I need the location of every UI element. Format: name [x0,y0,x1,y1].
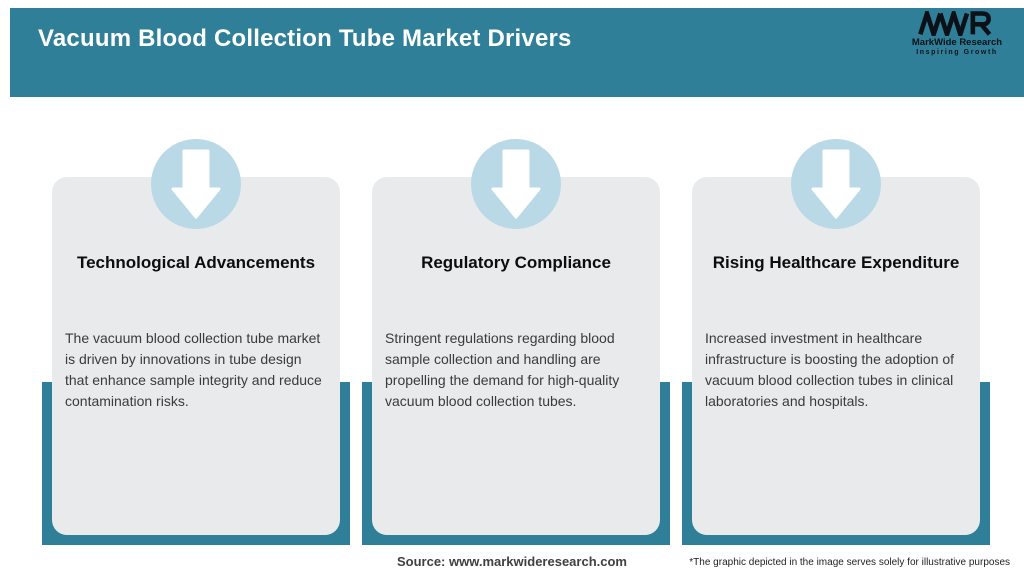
driver-card-regulatory-compliance: Regulatory Compliance Stringent regulati… [372,177,660,535]
driver-card-rising-healthcare-expenditure: Rising Healthcare Expenditure Increased … [692,177,980,535]
mwr-logo-icon [918,11,992,36]
logo-name: MarkWide Research [911,37,1003,48]
logo-tagline: Inspiring Growth [916,49,998,56]
card-body: The vacuum blood collection tube market … [65,330,322,409]
markwide-logo: MarkWide Research Inspiring Growth [909,11,1005,56]
disclaimer-text: *The graphic depicted in the image serve… [689,557,1010,568]
page-title: Vacuum Blood Collection Tube Market Driv… [38,25,572,52]
card-body: Increased investment in healthcare infra… [705,330,955,409]
down-arrow-icon [471,139,561,229]
card-title: Technological Advancements [76,253,316,272]
source-text: Source: www.markwideresearch.com [396,554,627,569]
card-title: Regulatory Compliance [421,253,611,272]
down-arrow-icon [791,139,881,229]
card-title: Rising Healthcare Expenditure [712,253,960,272]
driver-card-technological-advancements: Technological Advancements The vacuum bl… [52,177,340,535]
header-bar: Vacuum Blood Collection Tube Market Driv… [10,8,1024,97]
card-body: Stringent regulations regarding blood sa… [385,330,620,409]
down-arrow-icon [151,139,241,229]
